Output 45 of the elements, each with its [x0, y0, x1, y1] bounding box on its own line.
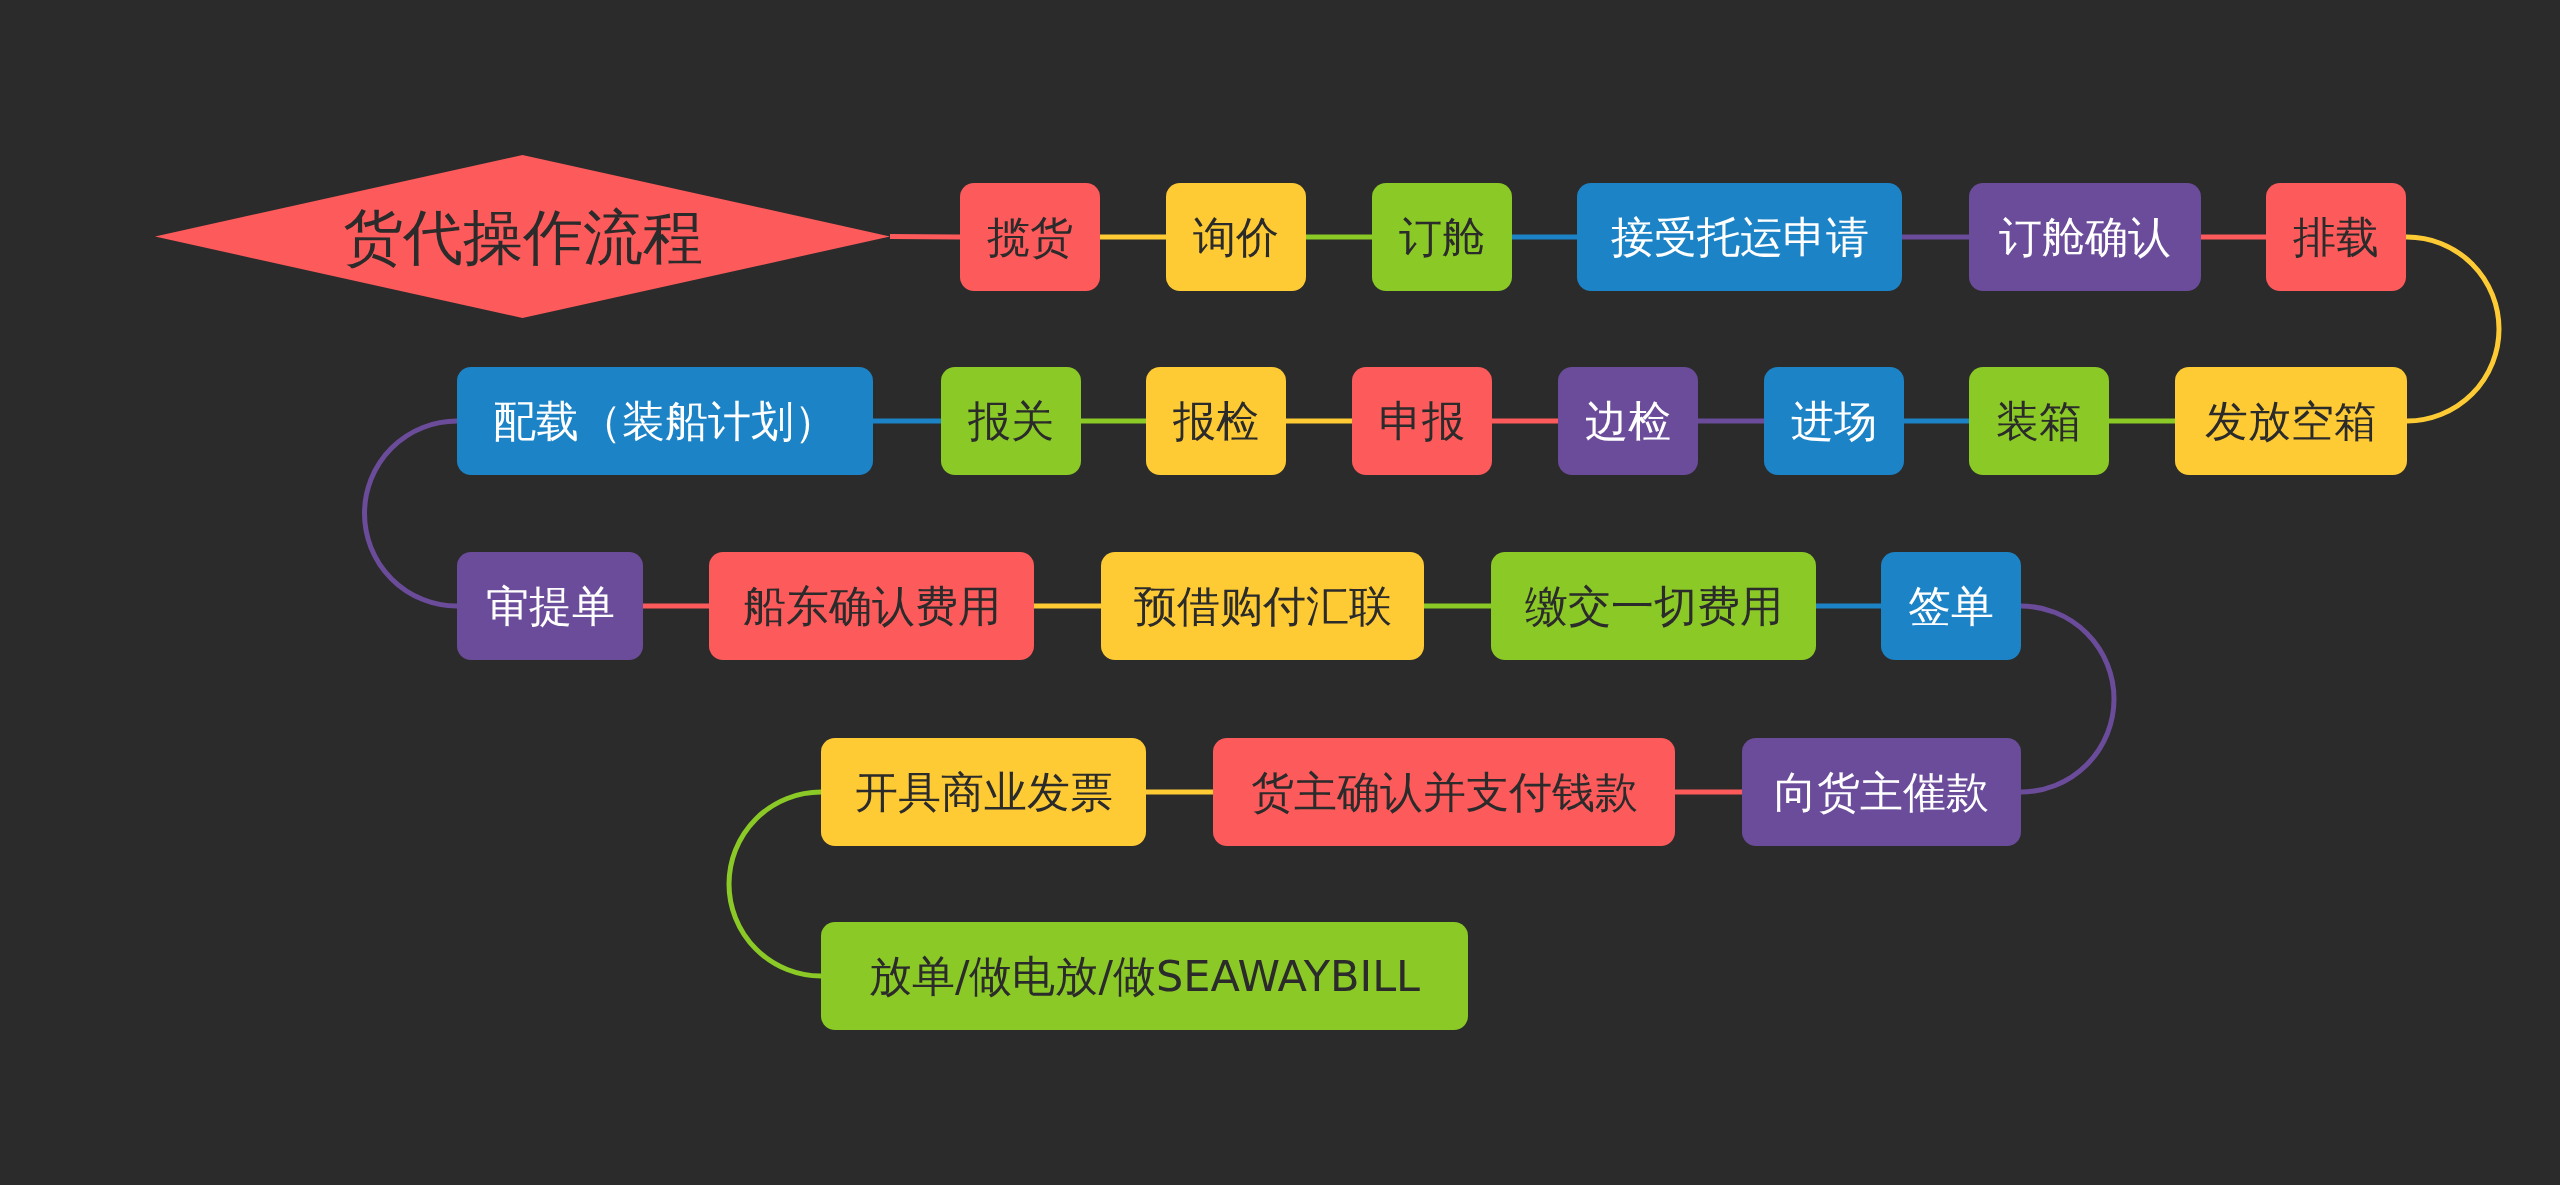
step-box: 缴交一切费用 [1491, 552, 1816, 660]
connector-line [1081, 418, 1146, 424]
step-box: 报检 [1146, 367, 1286, 475]
step-box: 装箱 [1969, 367, 2109, 475]
step-box: 揽货 [960, 183, 1100, 291]
connector-line [1512, 234, 1577, 240]
step-box: 货主确认并支付钱款 [1213, 738, 1675, 846]
step-box: 接受托运申请 [1577, 183, 1902, 291]
connector-line [643, 603, 709, 609]
connector-line [1100, 234, 1166, 240]
step-box: 签单 [1881, 552, 2021, 660]
connector-line [1492, 418, 1558, 424]
step-box: 进场 [1764, 367, 1904, 475]
step-box: 发放空箱 [2175, 367, 2407, 475]
connector-line [1146, 789, 1213, 795]
step-box: 配载（装船计划） [457, 367, 873, 475]
step-box: 订舱确认 [1969, 183, 2201, 291]
step-box: 边检 [1558, 367, 1698, 475]
connector-line [890, 234, 960, 240]
step-box: 船东确认费用 [709, 552, 1034, 660]
step-box: 开具商业发票 [821, 738, 1146, 846]
connector-line [873, 418, 941, 424]
connector-line [1902, 234, 1969, 240]
connector-line [2109, 418, 2175, 424]
connector-line [1904, 418, 1969, 424]
step-box: 向货主催款 [1742, 738, 2021, 846]
connector-line [1034, 603, 1101, 609]
connector-line [1306, 234, 1372, 240]
connector-line [2404, 234, 2502, 424]
connector-line [1286, 418, 1352, 424]
connector-line [2201, 234, 2266, 240]
connector-line [1816, 603, 1881, 609]
connector-line [1698, 418, 1764, 424]
step-box: 排载 [2266, 183, 2406, 291]
step-box: 报关 [941, 367, 1081, 475]
step-box: 询价 [1166, 183, 1306, 291]
connector-line [1424, 603, 1491, 609]
title-text: 货代操作流程 [342, 200, 703, 274]
connector-line [1675, 789, 1742, 795]
step-box: 审提单 [457, 552, 643, 660]
step-box: 放单/做电放/做SEAWAYBILL [821, 922, 1468, 1030]
step-box: 订舱 [1372, 183, 1512, 291]
step-box: 预借购付汇联 [1101, 552, 1424, 660]
title-diamond [155, 155, 890, 318]
step-box: 申报 [1352, 367, 1492, 475]
